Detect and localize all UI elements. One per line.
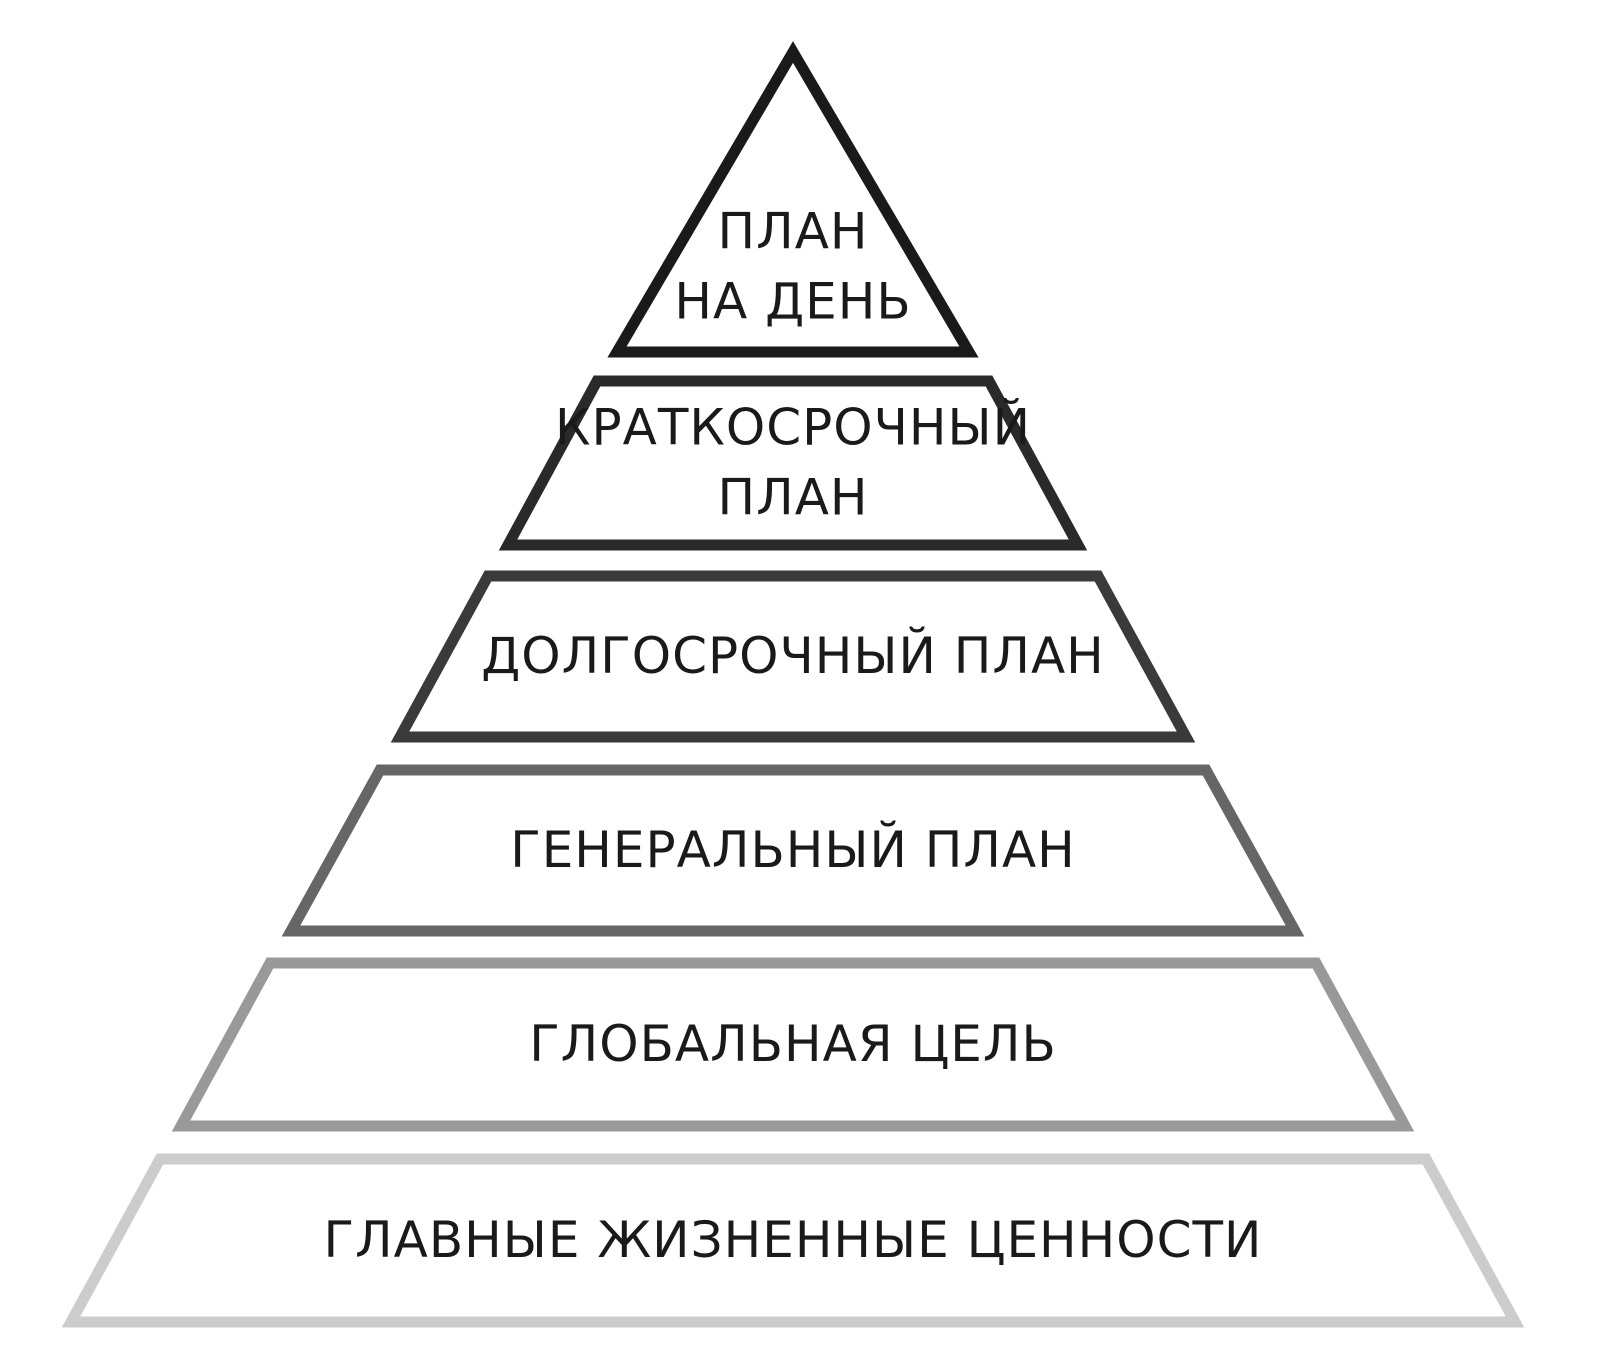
pyramid-tier-4 [281, 764, 1305, 937]
tier-1-label-line-1: ПЛАН [718, 203, 869, 261]
pyramid-levels: ПЛАН НА ДЕНЬ КРАТКОСРОЧНЫЙ ПЛАН ДОЛГОСРОЧНЫЙ… [61, 41, 1525, 1328]
pyramid-tier-6 [61, 1153, 1525, 1328]
tier-1-label-line-2: НА ДЕНЬ [674, 273, 911, 331]
pyramid-top-triangle [607, 41, 979, 358]
tier-5-label-line-1: ГЛОБАЛЬНАЯ ЦЕЛЬ [529, 1015, 1057, 1073]
tier-3-label-line-1: ДОЛГОСРОЧНЫЙ ПЛАН [481, 626, 1105, 685]
tier-2-label-line-2: ПЛАН [718, 469, 869, 527]
tier-2-label-line-1: КРАТКОСРОЧНЫЙ [555, 398, 1031, 457]
pyramid-tier-5 [171, 957, 1415, 1132]
tier-4-label-line-1: ГЕНЕРАЛЬНЫЙ ПЛАН [510, 820, 1076, 879]
pyramid-tier-2 [498, 375, 1088, 551]
tier-6-label-line-1: ГЛАВНЫЕ ЖИЗНЕННЫЕ ЦЕННОСТИ [324, 1211, 1263, 1269]
pyramid-tier-3 [390, 570, 1196, 743]
